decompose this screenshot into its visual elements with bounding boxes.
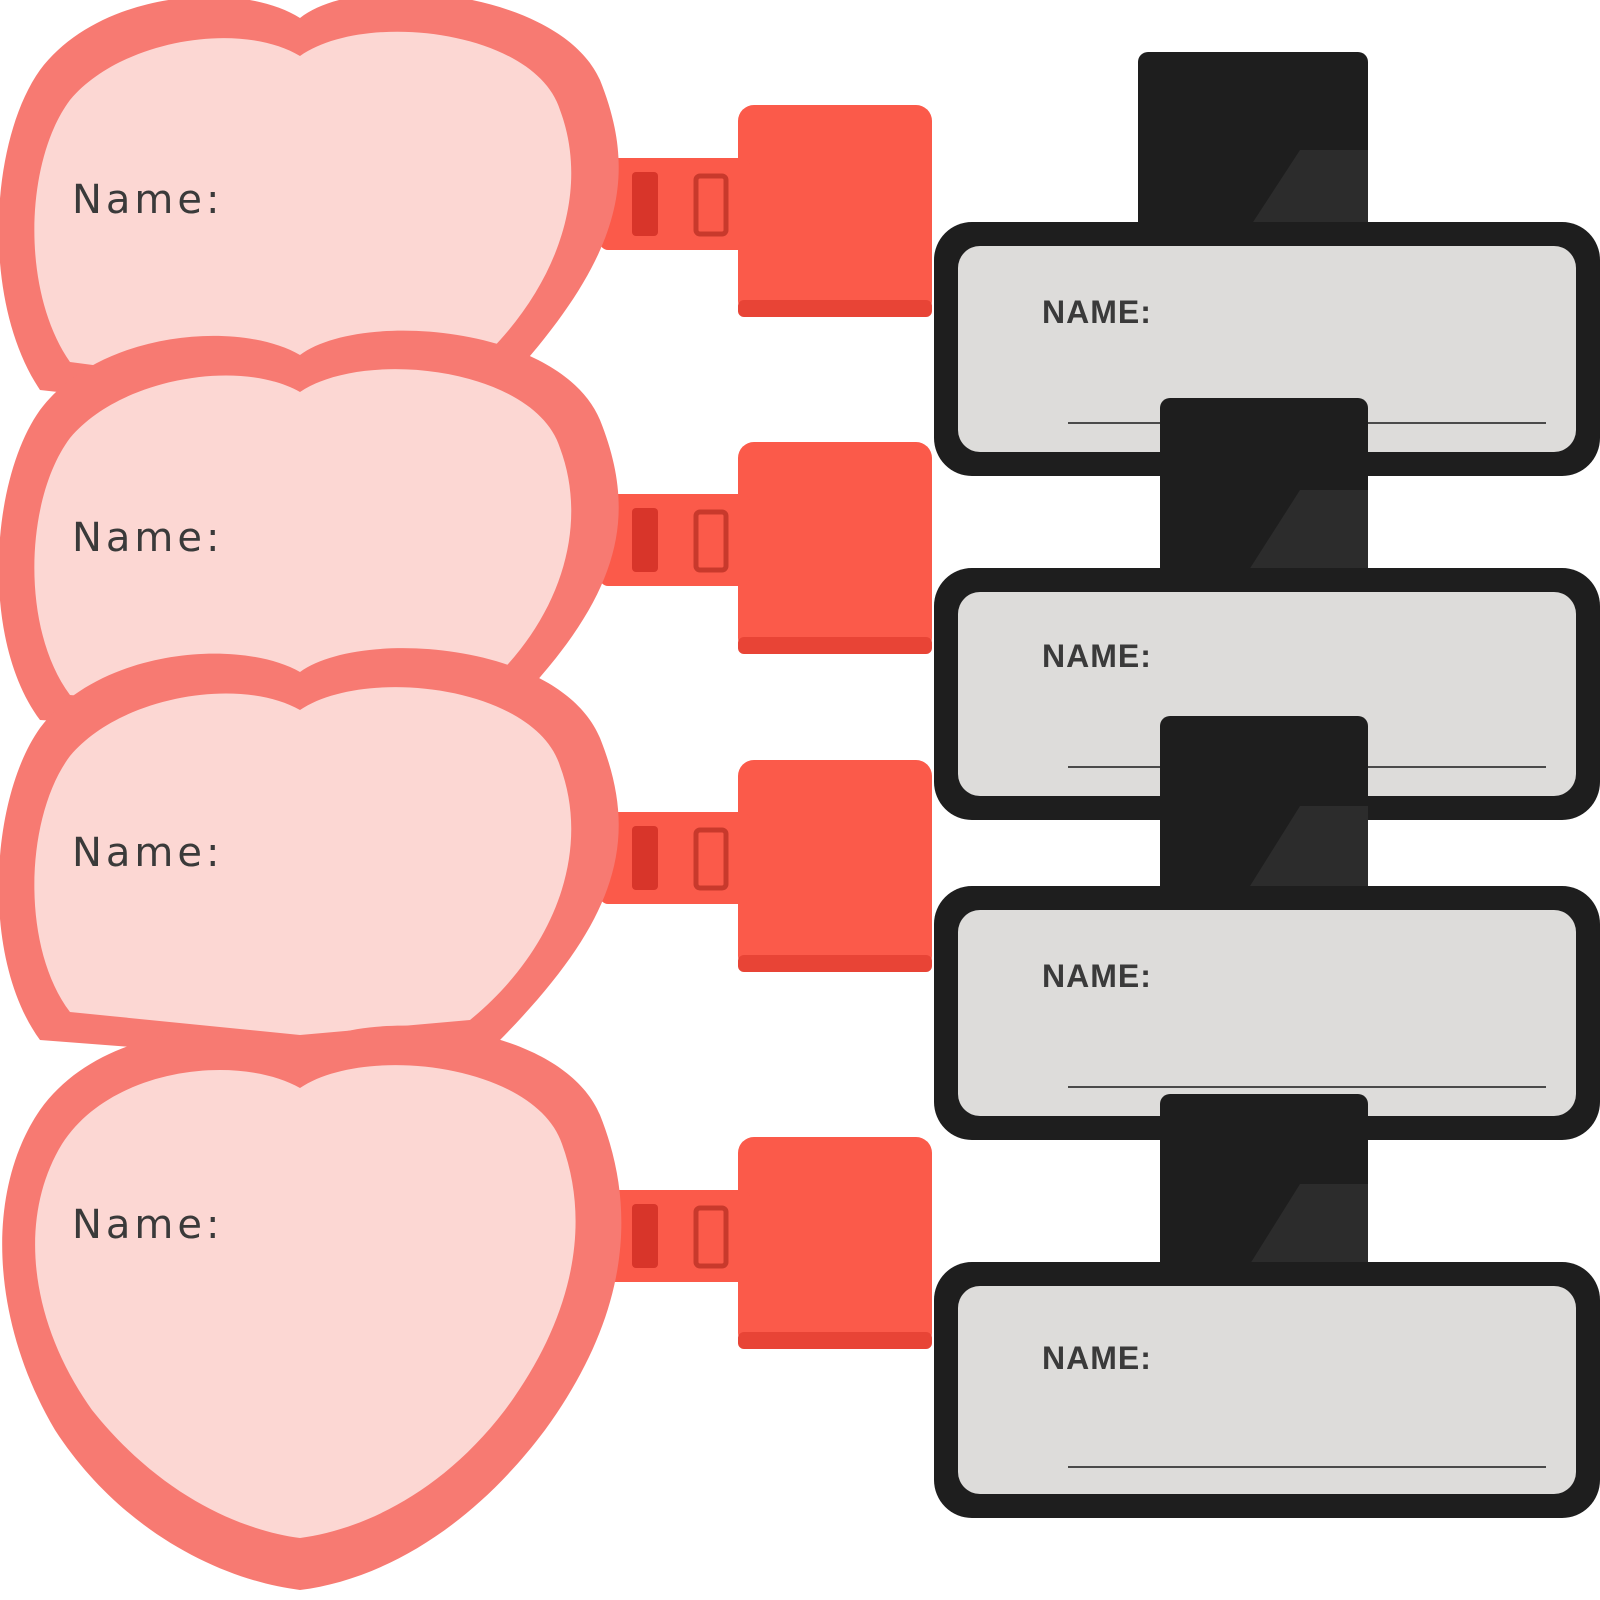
- heart-tag-label: Name:: [72, 1202, 224, 1248]
- rect-tag-label: NAME:: [1042, 1340, 1152, 1376]
- heart-tag-label: Name:: [72, 515, 224, 561]
- rect-tag-label: NAME:: [1042, 638, 1152, 674]
- heart-tag-label: Name:: [72, 830, 224, 876]
- rect-tag-label: NAME:: [1042, 958, 1152, 994]
- name-write-line: [1068, 766, 1546, 768]
- name-write-line: [1068, 1086, 1546, 1088]
- name-write-line: [1068, 1466, 1546, 1468]
- rect-tag-label: NAME:: [1042, 294, 1152, 330]
- heart-tag-label: Name:: [72, 177, 224, 223]
- name-write-line: [1068, 422, 1546, 424]
